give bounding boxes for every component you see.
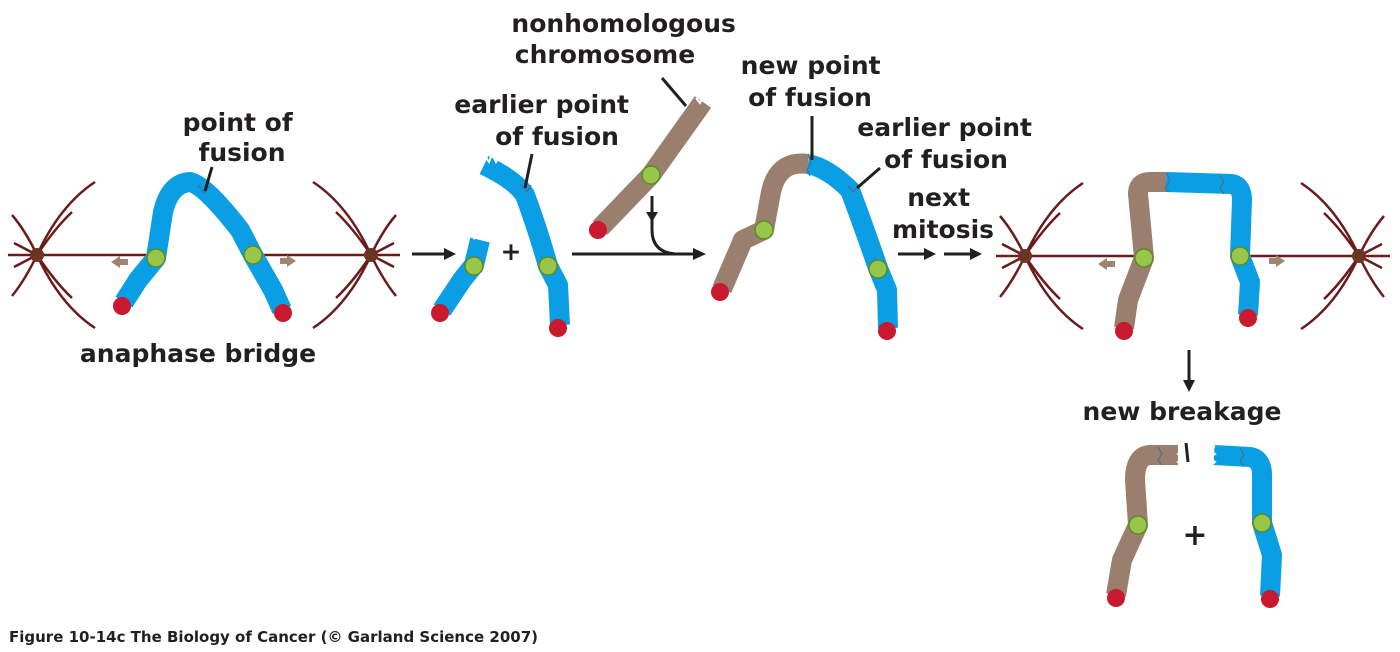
centromere (243, 245, 263, 265)
centromere (464, 256, 484, 276)
figure-caption: Figure 10-14c The Biology of Cancer (© G… (9, 628, 538, 646)
leader-line (203, 166, 214, 192)
telomere (878, 322, 896, 340)
fused-chromosome (711, 153, 898, 340)
new-breakage-label: new breakage (1083, 397, 1282, 426)
label-line: earlier point (454, 90, 629, 119)
label-line: new point (741, 51, 881, 80)
movement-arrow-left (1098, 258, 1115, 270)
broken-piece-right (1207, 445, 1282, 608)
label-line: of fusion (884, 145, 1008, 174)
arrow-to-breakage (1183, 350, 1195, 392)
spindle-pole-right (364, 248, 378, 262)
label-line: of fusion (748, 83, 872, 112)
telomere (1239, 309, 1257, 327)
panel-new-fusion: new point of fusion earlier point of fus… (711, 51, 1040, 340)
arrow-to-fused (572, 248, 706, 260)
plus-sign: + (501, 237, 522, 266)
plus-sign-2: + (1182, 518, 1207, 553)
next-mitosis-label: next mitosis (892, 183, 994, 244)
new-point-of-fusion-label: new point of fusion (741, 51, 890, 112)
movement-arrow-right (280, 255, 296, 267)
spindle-left-2 (996, 181, 1148, 331)
centromere (641, 165, 661, 185)
label-line: chromosome (515, 40, 695, 69)
centromere (868, 259, 888, 279)
spindle-pole-right (1352, 249, 1366, 263)
next-mitosis-arrows: next mitosis (892, 183, 994, 260)
label-line: of fusion (495, 122, 619, 151)
telomere (1261, 590, 1279, 608)
label-line: point of (183, 108, 294, 137)
earlier-point-of-fusion-label-2: earlier point of fusion (857, 113, 1040, 174)
telomere (274, 304, 292, 322)
label-line: mitosis (892, 215, 994, 244)
movement-arrow-left (111, 256, 128, 268)
label-line: earlier point (857, 113, 1032, 142)
nonhomologous-chromosome (589, 92, 715, 239)
label-line: fusion (198, 138, 285, 167)
centromere (1252, 513, 1272, 533)
centromere (1134, 248, 1154, 268)
centromere (538, 256, 558, 276)
telomere (711, 283, 729, 301)
telomere (431, 304, 449, 322)
leader-line (856, 166, 881, 190)
panel-second-anaphase (996, 172, 1390, 340)
spindle-left (8, 180, 160, 330)
point-of-fusion-label: point of fusion (183, 108, 302, 167)
centromere (1128, 515, 1148, 535)
nonhomologous-chromosome-label: nonhomologous chromosome (511, 9, 744, 69)
anaphase-bridge-label: anaphase bridge (80, 339, 316, 368)
panel-broken-chromosomes: + earlier point of fusion nonhomologous … (431, 9, 744, 337)
centromere (754, 220, 774, 240)
centromere (1230, 246, 1250, 266)
spindle-pole-left (30, 248, 44, 262)
telomere (589, 221, 607, 239)
movement-arrow-right (1269, 255, 1285, 267)
arrow-to-broken (412, 248, 456, 260)
leader-line (523, 153, 534, 189)
centromere (146, 248, 166, 268)
dicentric-chromosome (113, 172, 292, 322)
telomere (113, 297, 131, 315)
telomere (1107, 589, 1125, 607)
telomere (1115, 322, 1133, 340)
panel-new-breakage: new breakage + (1083, 397, 1282, 608)
earlier-point-of-fusion-label-1: earlier point of fusion (454, 90, 637, 151)
broken-piece-left (1106, 445, 1186, 607)
spindle-pole-left (1018, 249, 1032, 263)
label-line: next (907, 183, 970, 212)
bridge-chromosome-2 (1114, 172, 1260, 340)
spindle-right (250, 180, 400, 330)
large-fragment (475, 151, 570, 337)
small-fragment (431, 228, 490, 322)
leader-line (1184, 442, 1190, 463)
join-arrow (646, 196, 690, 256)
label-line: nonhomologous (511, 9, 735, 38)
panel-anaphase-bridge: point of fusion anaphase bridge (8, 108, 400, 368)
leader-line (660, 77, 688, 107)
spindle-right-2 (1236, 181, 1390, 331)
telomere (549, 319, 567, 337)
